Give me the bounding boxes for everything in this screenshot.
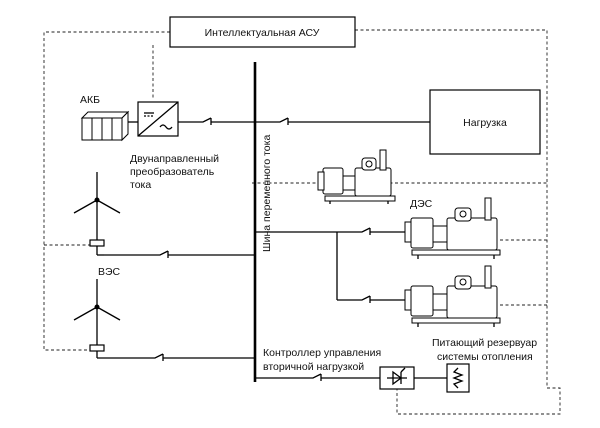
asu-label: Интеллектуальная АСУ xyxy=(205,27,320,39)
asu-controller: Интеллектуальная АСУ xyxy=(169,16,356,48)
load: Нагрузка xyxy=(255,89,541,155)
diesel-genset-2 xyxy=(404,197,501,259)
ac-bus-label: Шина переменного тока xyxy=(261,135,273,252)
reservoir-label-1: Питающий резервуар xyxy=(432,337,537,349)
wind-turbine-1-switch xyxy=(96,246,255,258)
des-feeder xyxy=(255,227,405,303)
des-label: ДЭС xyxy=(410,198,433,210)
converter-label-3: тока xyxy=(130,179,151,191)
wind-turbine-1 xyxy=(73,172,121,247)
diesel-genset-3 xyxy=(404,265,501,327)
akb-label: АКБ xyxy=(80,94,100,106)
load-label: Нагрузка xyxy=(463,117,507,129)
controller-label-2: вторичной нагрузкой xyxy=(263,361,364,373)
converter-label-1: Двунаправленный xyxy=(130,153,219,165)
battery-bank: АКБ xyxy=(80,94,130,142)
converter-label-2: преобразователь xyxy=(130,166,215,178)
wind-turbine-2 xyxy=(73,279,121,352)
heating-reservoir: Питающий резервуар системы отопления xyxy=(432,337,537,393)
wind-turbine-2-switch xyxy=(96,351,255,361)
ves-label: ВЭС xyxy=(98,266,121,278)
diesel-genset-1 xyxy=(317,149,396,204)
converter-switch xyxy=(178,117,255,125)
reservoir-label-2: системы отопления xyxy=(437,351,533,363)
bidirectional-converter: Двунаправленный преобразователь тока xyxy=(128,101,219,191)
secondary-load-controller xyxy=(255,366,447,390)
controller-label-1: Контроллер управления xyxy=(263,347,381,359)
